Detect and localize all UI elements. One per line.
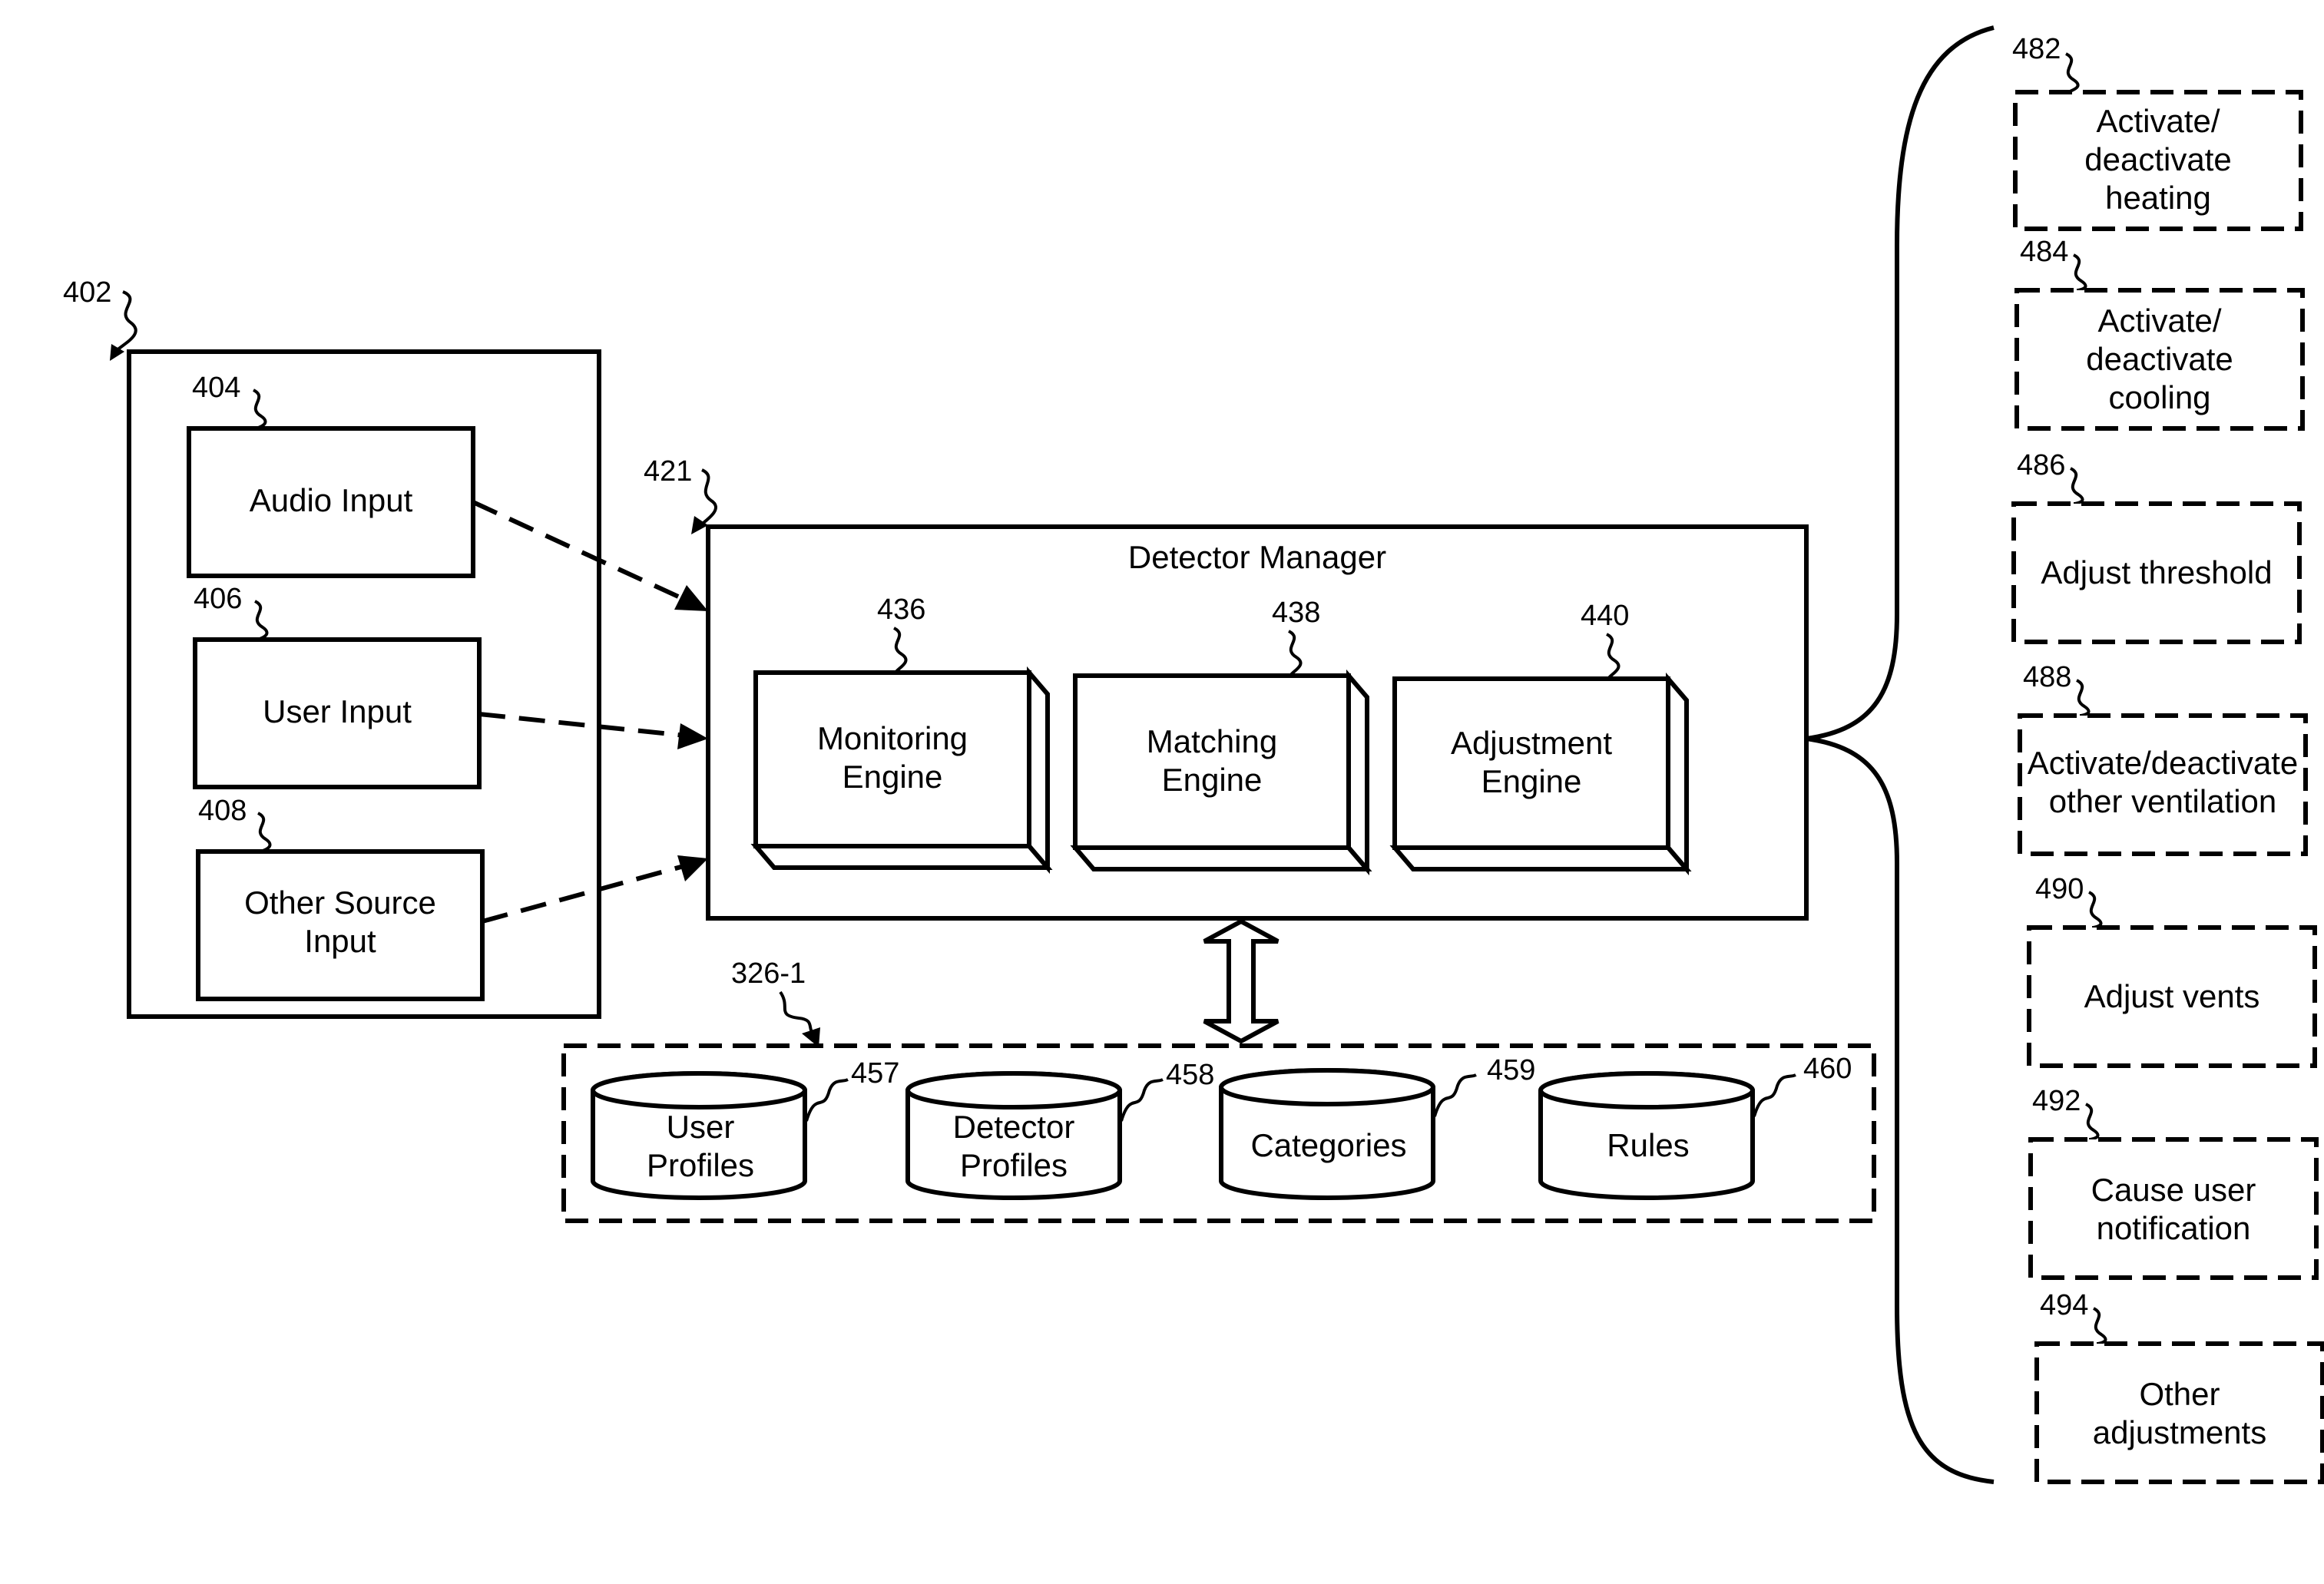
ventilation-label-line2: other ventilation: [2049, 783, 2277, 819]
other-source-input-arrowhead: [677, 855, 708, 881]
inputs-group-ref: 402: [63, 276, 111, 309]
heating-label-line1: Activate/: [2096, 103, 2220, 139]
detector-profiles-label-line1: Detector: [953, 1109, 1075, 1145]
adjustments-list: 482 Activate/ deactivate heating 484 Act…: [2012, 33, 2322, 1482]
detector-manager-title: Detector Manager: [1128, 539, 1386, 575]
cooling-leader: [2074, 255, 2086, 290]
notification-ref: 492: [2032, 1085, 2081, 1117]
detector-manager: 421 Detector Manager 436 Monitoring Engi…: [644, 455, 1806, 918]
other-adjustments-box: [2037, 1344, 2322, 1482]
inputs-group-leader: [115, 292, 136, 352]
other-source-input-ref: 408: [198, 795, 247, 827]
adjustments-brace: [1806, 28, 1994, 1482]
audio-input-label: Audio Input: [250, 482, 413, 518]
cooling-ref: 484: [2020, 236, 2068, 268]
bidirectional-arrow: [1204, 921, 1278, 1041]
cooling-label-line3: cooling: [2108, 379, 2210, 415]
monitoring-engine-block-side: [1029, 673, 1048, 868]
cooling-label-line1: Activate/: [2097, 303, 2221, 339]
monitoring-engine-ref: 436: [877, 594, 925, 626]
matching-engine-ref: 438: [1272, 597, 1320, 629]
user-input-arrowhead: [677, 723, 708, 749]
heating-leader: [2066, 54, 2078, 92]
user-profiles-ref: 457: [851, 1057, 899, 1090]
vents-label: Adjust vents: [2084, 978, 2260, 1014]
ventilation-label-line1: Activate/deactivate: [2028, 745, 2299, 781]
notification-leader: [2086, 1104, 2098, 1139]
adjustment-engine-label-line1: Adjustment: [1451, 725, 1612, 761]
heating-label-line2: deactivate: [2084, 141, 2231, 177]
user-profiles-label-line1: User: [667, 1109, 735, 1145]
threshold-ref: 486: [2017, 449, 2065, 481]
rules-label: Rules: [1607, 1127, 1689, 1163]
inputs-group: 402 404 Audio Input 406 User Input 408 O…: [63, 276, 599, 1017]
heating-ref: 482: [2012, 33, 2061, 65]
matching-engine-block-bottom: [1075, 848, 1367, 869]
detector-profiles-label-line2: Profiles: [960, 1147, 1068, 1183]
audio-input-ref: 404: [192, 372, 240, 404]
other-source-input-label-line2: Input: [304, 923, 376, 959]
categories-label: Categories: [1250, 1127, 1406, 1163]
rules-cylinder-top: [1541, 1073, 1753, 1107]
other-source-input-label-line1: Other Source: [244, 885, 436, 921]
other-adjustments-ref: 494: [2040, 1289, 2088, 1321]
datastore-leader: [780, 992, 813, 1033]
vents-leader: [2089, 892, 2101, 928]
heating-label-line3: heating: [2105, 180, 2211, 216]
vents-ref: 490: [2035, 873, 2084, 905]
monitoring-engine-block-bottom: [756, 846, 1048, 868]
monitoring-engine-label-line2: Engine: [843, 759, 943, 795]
threshold-label: Adjust threshold: [2041, 554, 2272, 590]
monitoring-engine-label-line1: Monitoring: [817, 720, 968, 756]
other-adjustments-label-line1: Other: [2139, 1376, 2220, 1412]
detector-manager-leader: [700, 470, 716, 525]
ventilation-ref: 488: [2023, 661, 2071, 693]
adjustment-engine-block-bottom: [1395, 848, 1687, 869]
user-input-ref: 406: [194, 583, 242, 615]
user-profiles-label-line2: Profiles: [647, 1147, 754, 1183]
notification-box: [2031, 1139, 2316, 1278]
matching-engine-label-line2: Engine: [1162, 762, 1263, 798]
threshold-leader: [2071, 468, 2083, 504]
matching-engine-label-line1: Matching: [1147, 723, 1277, 759]
detector-profiles-ref: 458: [1166, 1059, 1214, 1091]
notification-label-line2: notification: [2097, 1210, 2251, 1246]
adjustment-engine-label-line2: Engine: [1481, 763, 1582, 799]
matching-engine-block-side: [1349, 676, 1367, 869]
other-adjustments-leader: [2094, 1308, 2106, 1344]
user-input-label: User Input: [263, 693, 412, 729]
ventilation-leader: [2077, 680, 2089, 716]
adjustment-engine-ref: 440: [1581, 600, 1629, 632]
notification-label-line1: Cause user: [2091, 1172, 2256, 1208]
audio-input-arrowhead: [674, 585, 708, 611]
rules-ref: 460: [1803, 1053, 1852, 1085]
detector-manager-ref: 421: [644, 455, 692, 488]
cooling-label-line2: deactivate: [2086, 341, 2233, 377]
categories-ref: 459: [1487, 1054, 1535, 1086]
datastore-ref: 326-1: [731, 957, 806, 990]
other-adjustments-label-line2: adjustments: [2093, 1414, 2266, 1450]
categories-cylinder-top: [1221, 1070, 1433, 1104]
adjustment-engine-block-side: [1668, 679, 1687, 869]
detector-manager-leader-arrow: [691, 516, 708, 534]
detector-profiles-cylinder-top: [908, 1073, 1120, 1107]
datastore: 326-1 User Profiles 457 Detector Profile…: [564, 957, 1874, 1221]
user-profiles-cylinder-top: [593, 1073, 805, 1107]
